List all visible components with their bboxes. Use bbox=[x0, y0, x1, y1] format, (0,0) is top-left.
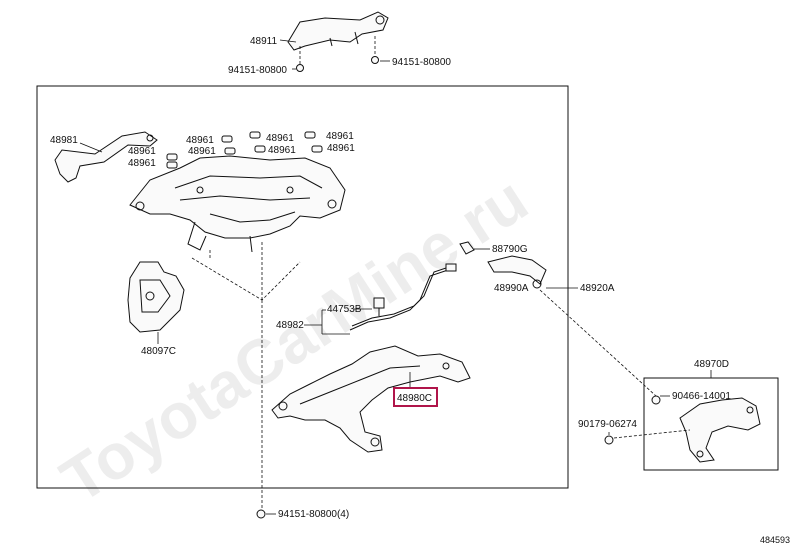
bolt-icon-c bbox=[651, 395, 661, 405]
illustration-code: 484593 bbox=[760, 535, 790, 545]
highlight-box-48980c[interactable] bbox=[393, 387, 438, 407]
label-48920a[interactable]: 48920A bbox=[580, 283, 615, 294]
label-48990a[interactable]: 48990A bbox=[494, 283, 529, 294]
suspension-member[interactable] bbox=[129, 155, 346, 253]
label-48961-2[interactable]: 48961 bbox=[188, 146, 216, 157]
label-48981[interactable]: 48981 bbox=[50, 135, 78, 146]
label-48911[interactable]: 48911 bbox=[250, 36, 278, 47]
label-88790g[interactable]: 88790G bbox=[492, 244, 528, 255]
bolt-icon-a bbox=[296, 64, 304, 72]
guide-to-box bbox=[191, 240, 301, 301]
label-94151-c[interactable]: 94151-80800(4) bbox=[278, 509, 349, 520]
label-48961-4[interactable]: 48961 bbox=[128, 158, 156, 169]
label-90179[interactable]: 90179-06274 bbox=[578, 419, 637, 430]
bolt-icon-b bbox=[371, 56, 379, 64]
bracket-48980c[interactable] bbox=[271, 345, 471, 453]
label-48961-3[interactable]: 48961 bbox=[128, 146, 156, 157]
part-88790g[interactable] bbox=[459, 241, 475, 255]
label-48982[interactable]: 48982 bbox=[276, 320, 304, 331]
label-48961-6[interactable]: 48961 bbox=[268, 145, 296, 156]
label-48961-8[interactable]: 48961 bbox=[327, 143, 355, 154]
bracket-48097c[interactable] bbox=[127, 261, 185, 333]
label-94151-b[interactable]: 94151-80800 bbox=[392, 57, 451, 68]
label-48097c[interactable]: 48097C bbox=[141, 346, 176, 357]
label-48961-1[interactable]: 48961 bbox=[186, 135, 214, 146]
main-frame bbox=[36, 85, 569, 489]
bolt-icon-d bbox=[604, 435, 614, 445]
bracket-48970d[interactable] bbox=[679, 397, 761, 463]
label-44753b[interactable]: 44753B bbox=[327, 304, 362, 315]
cushion-icons bbox=[166, 131, 323, 169]
label-90466[interactable]: 90466-14001 bbox=[672, 391, 731, 402]
label-48961-5[interactable]: 48961 bbox=[266, 133, 294, 144]
label-94151-a[interactable]: 94151-80800 bbox=[228, 65, 287, 76]
bolt-icon-e bbox=[256, 509, 266, 519]
bracket-48911[interactable] bbox=[287, 11, 389, 51]
label-48961-7[interactable]: 48961 bbox=[326, 131, 354, 142]
label-48980c[interactable]: 48980C bbox=[397, 393, 432, 404]
rod-48982[interactable] bbox=[349, 263, 457, 331]
label-48970d[interactable]: 48970D bbox=[694, 359, 729, 370]
sensor-44753b[interactable] bbox=[373, 297, 385, 316]
bracket-48990a[interactable] bbox=[487, 255, 547, 289]
